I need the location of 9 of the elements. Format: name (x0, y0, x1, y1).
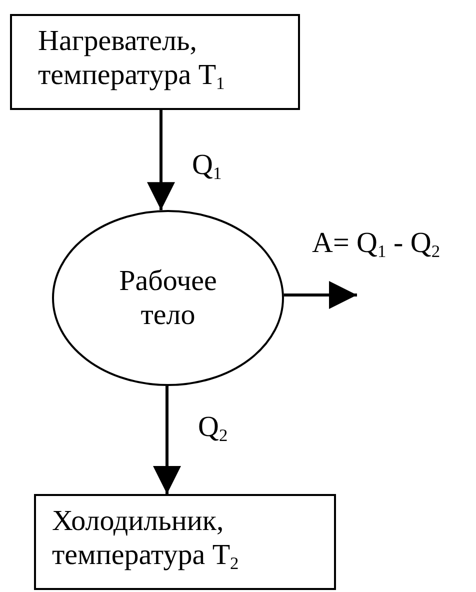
node-text: Рабочее тело (118, 264, 218, 332)
arrow (153, 386, 181, 494)
process-box (10, 14, 300, 110)
arrow (147, 110, 175, 210)
node-text: Нагреватель, температура T$_{1}$ (38, 24, 226, 92)
arrow (284, 281, 357, 309)
node-text: Холодильник, температура T$_{2}$ (52, 504, 240, 572)
ellipse-node (52, 210, 284, 386)
process-box (34, 494, 336, 590)
